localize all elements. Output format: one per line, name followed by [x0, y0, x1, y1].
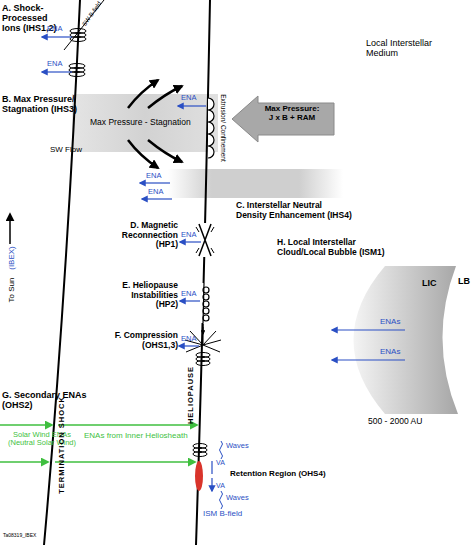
compression-burst [196, 361, 210, 366]
reconnection-symbol [196, 227, 214, 253]
pressure-arrow [232, 96, 334, 142]
label-text: Extrusion/ Confinement [219, 94, 226, 162]
label-text: LB [458, 276, 470, 286]
label-text: ENA [47, 25, 62, 33]
label-text: SW Flow [50, 146, 82, 155]
instability-loops [203, 294, 209, 300]
label-text: ENA [181, 231, 196, 239]
label-text: ISM B-field [203, 510, 242, 519]
secondary-ena-arrow [0, 424, 52, 426]
instability-loops [203, 315, 209, 321]
label-text: ENA [146, 172, 161, 180]
sw-b-field-line [70, 33, 86, 38]
label-text: To Sun [8, 278, 17, 303]
instability-loops [203, 283, 204, 323]
density-band [168, 169, 343, 198]
sw-b-field-line [70, 29, 86, 34]
ena-arrow [180, 241, 201, 242]
termination-shock-line [44, 0, 80, 545]
secondary-ena-arrow [0, 425, 197, 462]
compression-burst [196, 357, 210, 362]
instability-loops [203, 308, 209, 314]
secondary-ena-arrow [55, 461, 195, 463]
node-text: Max Pressure - Stagnation [90, 117, 191, 127]
retention-symbol [193, 452, 207, 457]
heliopause-line [196, 0, 210, 545]
label-text: B. Max Pressure/ Stagnation (IHS3) [2, 94, 90, 114]
ena-arrow [142, 198, 172, 199]
label-text: ENA [148, 188, 163, 196]
heliopause-line [196, 0, 210, 545]
label-text: F. Compression (OHS1,3) [102, 331, 178, 350]
label-text: ENAs [380, 348, 400, 357]
sw-b-field-line [70, 37, 86, 42]
label-text: ENA [181, 290, 196, 298]
instability-loops [197, 283, 213, 334]
secondary-ena-arrow [0, 461, 48, 463]
label-text: 500 - 2000 AU [368, 417, 422, 427]
node-text: LIC [422, 278, 437, 288]
secondary-ena-arrow [58, 424, 197, 426]
label-text: H. Local Interstellar Cloud/Local Bubble… [277, 238, 385, 257]
label-text: G. Secondary ENAs (OHS2) [2, 390, 102, 410]
label-text: Local Interstellar Medium [366, 38, 446, 58]
pressure-arrow [232, 96, 334, 142]
retention-symbol [193, 441, 223, 509]
ena-arrow [42, 71, 72, 72]
sw-b-field-line [64, 0, 104, 50]
retention-symbol [220, 441, 223, 509]
compression-burst [185, 327, 221, 366]
retention-symbol [195, 461, 203, 491]
label-text: TERMINATION SHOCK [58, 396, 66, 494]
retention-symbol [193, 448, 207, 453]
label-text: Ta08319_IBEX [3, 533, 36, 539]
label-text: SW B-field [81, 0, 103, 27]
label-text: (IBEX) [8, 246, 17, 270]
sw-b-field-line [64, 0, 104, 77]
label-text: E. Heliopause Instabilities (HP2) [108, 281, 178, 310]
ena-arrow [180, 300, 200, 301]
sw-b-field-line [69, 68, 85, 73]
retention-symbol [193, 444, 207, 449]
reconnection-symbol [196, 223, 214, 257]
reconnection-symbol [199, 224, 211, 256]
termination-shock-line [44, 0, 80, 545]
label-text: Solar Wind ENAs (Neutral Solar Wind) [2, 431, 82, 448]
ena-arrow [42, 37, 405, 360]
label-text: Waves [226, 442, 249, 450]
stagnation-band: Max Pressure - Stagnation [72, 94, 218, 152]
label-text: Max Pressure: J x B + RAM [262, 105, 322, 123]
sw-b-field-line [69, 72, 85, 77]
ena-arrow [42, 36, 72, 37]
label-text: C. Interstellar Neutral Density Enhancem… [236, 201, 354, 220]
label-text: VA [216, 459, 225, 467]
label-text: HELIOPAUSE [187, 366, 195, 424]
label-text: ENA [181, 94, 196, 102]
retention-symbol [211, 461, 212, 491]
compression-burst [196, 353, 210, 358]
label-text: Retention Region (OHS4) [230, 470, 326, 479]
label-text: ENA [181, 335, 196, 343]
reconnection-symbol [197, 223, 213, 257]
label-text: ENAs from Inner Heliosheath [84, 432, 188, 441]
sun-direction-arrow [9, 214, 11, 244]
local-cloud: LIC [330, 266, 474, 414]
label-text: ENAs [380, 318, 400, 327]
ena-arrow [179, 345, 199, 346]
density-band [168, 169, 343, 198]
sw-b-field-line [69, 64, 85, 69]
label-text: ENA [47, 60, 62, 68]
label-text: D. Magnetic Reconnection (HP1) [108, 221, 178, 250]
label-text: VA [216, 482, 225, 490]
instability-loops [202, 324, 203, 334]
instability-loops [197, 283, 213, 323]
cloud-shape [330, 266, 474, 414]
instability-loops [203, 287, 209, 293]
sun-direction-arrow [10, 214, 11, 244]
label-text: Waves [226, 494, 249, 502]
ena-arrow [140, 182, 170, 183]
cloud-body [354, 266, 459, 414]
instability-loops [203, 301, 209, 307]
